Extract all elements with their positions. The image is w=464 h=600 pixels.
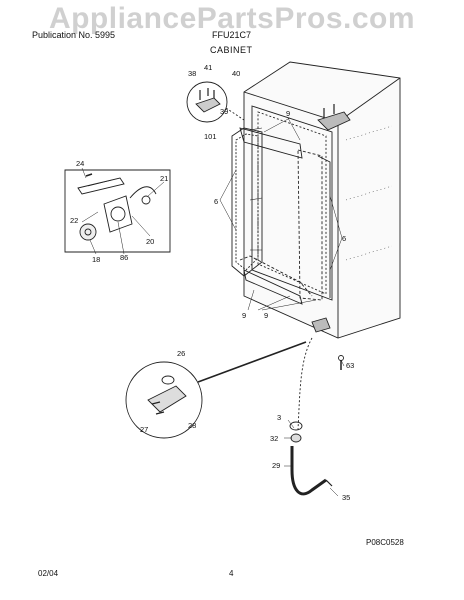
callout-20: 20	[146, 237, 154, 246]
callout-86: 86	[120, 253, 128, 262]
section-title: CABINET	[210, 45, 253, 55]
callout-21: 21	[160, 174, 168, 183]
callout-6-left: 6	[214, 197, 218, 206]
figure-code: P08C0528	[366, 538, 404, 547]
leader-lines	[81, 117, 345, 497]
callout-27: 27	[140, 425, 148, 434]
drain-hose-illustration	[289, 337, 344, 496]
callout-38: 38	[188, 69, 196, 78]
door-gasket-illustration	[231, 127, 331, 305]
callout-9-right: 9	[264, 311, 268, 320]
callout-6-right: 6	[342, 234, 346, 243]
callout-26: 26	[177, 349, 185, 358]
callout-29: 29	[272, 461, 280, 470]
control-detail-box	[64, 169, 171, 253]
callout-labels: 41 38 40 39 101 9 9 9 24 21 22 20 18 86 …	[70, 63, 354, 502]
footer-page-number: 4	[229, 569, 234, 578]
model-number: FFU21C7	[212, 30, 252, 40]
watermark: AppliancePartsPros.com	[48, 2, 416, 35]
callout-101: 101	[204, 132, 217, 141]
publication-number: Publication No. 5995	[32, 30, 116, 40]
callout-32: 32	[270, 434, 278, 443]
callout-35: 35	[342, 493, 350, 502]
callout-41: 41	[204, 63, 212, 72]
callout-28: 28	[188, 421, 196, 430]
callout-39: 39	[220, 107, 228, 116]
footer-date: 02/04	[38, 569, 59, 578]
callout-22: 22	[70, 216, 78, 225]
hinge-detail-circle	[186, 81, 245, 123]
callout-3: 3	[277, 413, 281, 422]
callout-40: 40	[232, 69, 240, 78]
callout-24: 24	[76, 159, 84, 168]
cabinet-illustration	[243, 61, 401, 339]
callout-9-left: 9	[242, 311, 246, 320]
callout-9-top: 9	[286, 109, 290, 118]
callout-63: 63	[346, 361, 354, 370]
leveler-detail-circle	[125, 341, 307, 439]
callout-18: 18	[92, 255, 100, 264]
